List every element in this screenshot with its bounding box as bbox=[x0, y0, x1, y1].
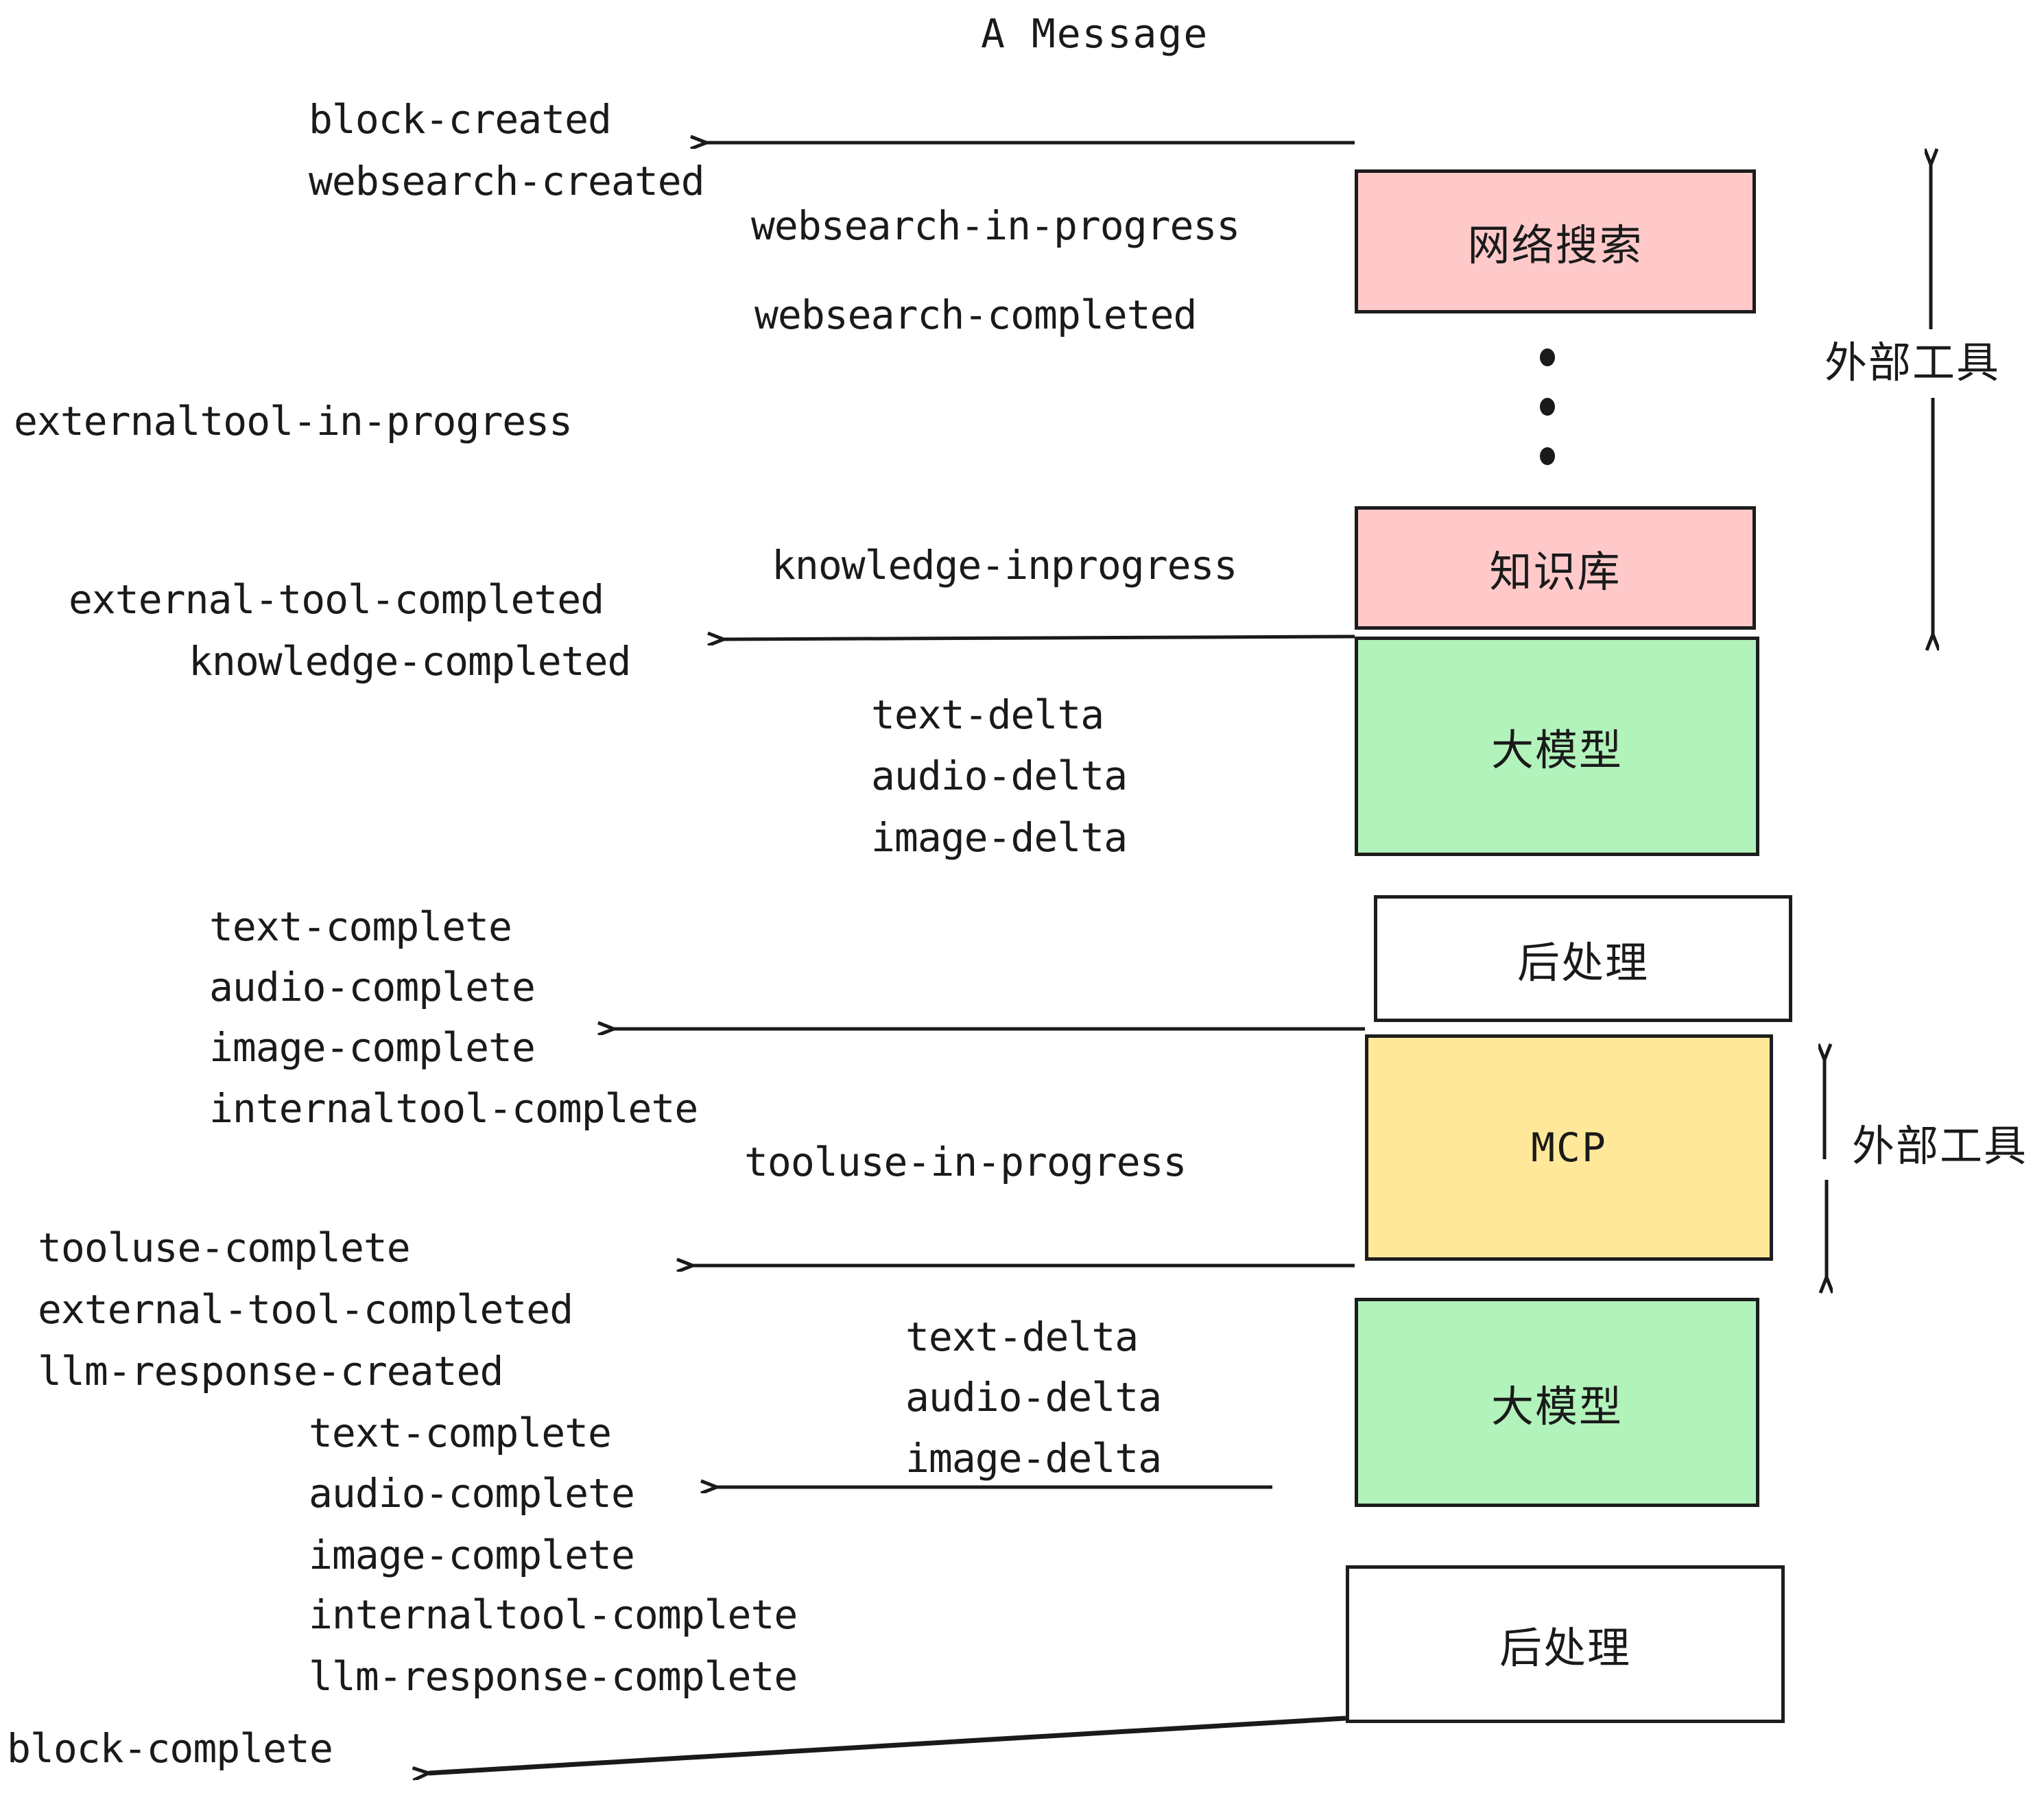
event-block-complete: block-complete bbox=[7, 1725, 333, 1772]
arrow-block-complete-seg bbox=[439, 1724, 1346, 1735]
node-llm-1-label: 大模型 bbox=[1490, 725, 1623, 775]
event-audio-complete-1: audio-complete bbox=[209, 964, 536, 1010]
arrow-block-complete bbox=[1062, 1721, 1346, 1804]
bracket-label-external-tools-top: 外部工具 bbox=[1825, 337, 2001, 388]
event-websearch-completed: websearch-completed bbox=[754, 292, 1197, 338]
arrow-block-complete-final bbox=[429, 1716, 1346, 1773]
event-audio-delta-2: audio-delta bbox=[905, 1374, 1162, 1421]
event-text-complete-1: text-complete bbox=[209, 903, 512, 950]
event-externaltool-in-progress: externaltool-in-progress bbox=[14, 398, 573, 444]
event-text-delta-1: text-delta bbox=[871, 691, 1104, 738]
event-tooluse-complete: tooluse-complete bbox=[38, 1224, 411, 1271]
event-external-tool-completed-2: external-tool-completed bbox=[38, 1286, 573, 1333]
node-mcp[interactable]: MCP bbox=[1365, 1034, 1773, 1261]
event-text-complete-2: text-complete bbox=[309, 1410, 612, 1456]
event-tooluse-in-progress: tooluse-in-progress bbox=[744, 1139, 1187, 1185]
node-mcp-label: MCP bbox=[1531, 1124, 1607, 1171]
node-llm-2-label: 大模型 bbox=[1490, 1381, 1623, 1432]
event-websearch-in-progress: websearch-in-progress bbox=[751, 202, 1240, 249]
node-llm-1[interactable]: 大模型 bbox=[1355, 637, 1759, 856]
event-knowledge-inprogress: knowledge-inprogress bbox=[772, 542, 1237, 589]
event-image-delta-2: image-delta bbox=[905, 1435, 1162, 1482]
bracket-label-external-tools-bottom: 外部工具 bbox=[1852, 1121, 2028, 1171]
node-llm-2[interactable]: 大模型 bbox=[1355, 1298, 1759, 1507]
event-block-created: block-created bbox=[309, 96, 612, 143]
event-internaltool-complete-1: internaltool-complete bbox=[209, 1085, 698, 1132]
event-knowledge-completed: knowledge-completed bbox=[189, 638, 631, 685]
event-websearch-created: websearch-created bbox=[309, 158, 705, 204]
node-postprocess-2-label: 后处理 bbox=[1499, 1623, 1631, 1673]
event-llm-response-created: llm-response-created bbox=[38, 1348, 503, 1394]
ellipsis-dot-2 bbox=[1540, 398, 1555, 416]
ellipsis-dot-1 bbox=[1540, 348, 1555, 366]
event-internaltool-complete-2: internaltool-complete bbox=[309, 1591, 798, 1638]
node-postprocess-1[interactable]: 后处理 bbox=[1374, 895, 1792, 1022]
node-postprocess-1-label: 后处理 bbox=[1517, 937, 1649, 988]
node-knowledge[interactable]: 知识库 bbox=[1355, 506, 1756, 630]
event-text-delta-2: text-delta bbox=[905, 1314, 1139, 1360]
node-websearch-label: 网络搜索 bbox=[1467, 220, 1643, 270]
event-image-delta-1: image-delta bbox=[871, 814, 1128, 861]
ellipsis-dot-3 bbox=[1540, 447, 1555, 465]
event-image-complete-2: image-complete bbox=[309, 1532, 635, 1578]
event-image-complete-1: image-complete bbox=[209, 1024, 536, 1071]
node-postprocess-2[interactable]: 后处理 bbox=[1346, 1565, 1785, 1723]
event-llm-response-complete: llm-response-complete bbox=[309, 1653, 798, 1700]
node-knowledge-label: 知识库 bbox=[1489, 547, 1621, 597]
event-external-tool-completed-1: external-tool-completed bbox=[69, 576, 604, 623]
arrow-knowledge-completed bbox=[724, 637, 1355, 639]
event-audio-complete-2: audio-complete bbox=[309, 1470, 635, 1517]
event-audio-delta-1: audio-delta bbox=[871, 752, 1128, 799]
page-title: A Message bbox=[981, 10, 1209, 57]
node-websearch[interactable]: 网络搜索 bbox=[1355, 169, 1756, 313]
